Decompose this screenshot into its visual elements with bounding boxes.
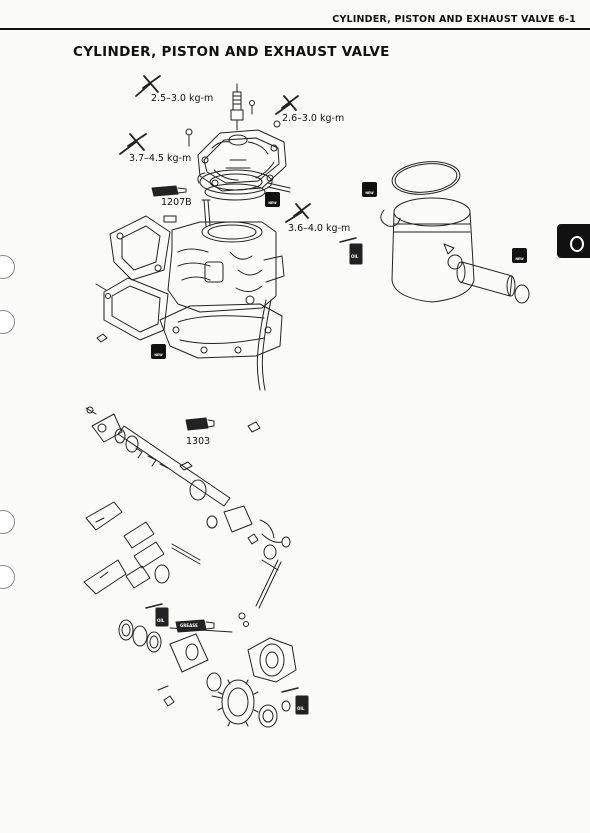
bond-tube-icon [151,185,187,197]
oil-seal [118,619,162,653]
new-part-icon: NEW [151,344,166,359]
valve-gasket [85,406,123,443]
base-gasket [159,303,283,359]
dowel-pin [163,215,177,223]
header-rule [0,28,590,30]
exhaust-cover [95,277,169,341]
piston-circlip [380,209,401,227]
torque-wrench-icon [119,133,147,155]
new-part-icon: NEW [512,248,527,263]
torque-wrench-icon [135,75,161,97]
torque-wrench-icon [275,95,299,115]
grease-icon [175,619,215,633]
valve-pin [171,547,201,565]
coolant-hose [256,299,267,391]
intake-gasket [109,215,171,281]
valve-shaft [114,425,231,507]
small-bolt [179,461,193,471]
small-clip [247,421,261,433]
valve-linkage [206,505,291,571]
cylinder-block [167,221,285,313]
section-title: CYLINDER, PISTON AND EXHAUST VALVE [73,44,390,60]
running-header: CYLINDER, PISTON AND EXHAUST VALVE 6-1 [332,14,576,25]
bearing [206,672,291,728]
valve-bushing [123,521,170,589]
oil-label: OIL [351,254,359,259]
oil-can-icon [339,237,363,265]
head-bolt [185,100,281,147]
small-clip [96,333,108,343]
piston-ring [391,161,461,195]
piston [391,197,475,303]
torque-wrench-icon [285,203,311,223]
torque-spec-spark-plug: 2.5–3.0 kg-m [151,93,214,104]
new-part-icon: NEW [362,182,377,197]
page-header: CYLINDER, PISTON AND EXHAUST VALVE 6-1 [0,0,590,30]
piston-pin [456,261,516,297]
exhaust-valve [83,501,127,595]
thread-lock-code-label: 1303 [186,436,211,447]
torque-spec-cylinder-nut: 3.6–4.0 kg-m [288,223,351,234]
bond-code-label: 1207B [161,197,192,208]
small-bolt [157,685,169,691]
drive-gear [211,679,259,727]
section-tab-icon [557,224,590,258]
spark-plug [230,83,244,131]
grease-label: GREASE [180,623,198,628]
coolant-hose [261,299,272,391]
page-number: 6-1 [558,14,576,25]
governor-gear [247,637,297,683]
running-title: CYLINDER, PISTON AND EXHAUST VALVE [332,14,555,25]
small-bolt [163,695,175,707]
governor-shaft [169,627,233,673]
torque-spec-head-nut-right: 2.6–3.0 kg-m [282,113,345,124]
oil-label: OIL [157,618,165,623]
cylinder-head [197,129,287,192]
control-rod [238,559,282,627]
oil-can-icon [281,687,309,715]
valve-pin [171,543,201,561]
piston-circlip [514,284,530,304]
thread-lock-icon [185,417,215,431]
oil-can-icon [145,603,169,627]
oil-label: OIL [297,706,305,711]
o-ring [197,172,206,184]
head-stud [267,182,291,193]
torque-spec-head-nut-left: 3.7–4.5 kg-m [129,153,192,164]
head-gasket [199,169,273,195]
new-part-icon: NEW [265,192,280,207]
